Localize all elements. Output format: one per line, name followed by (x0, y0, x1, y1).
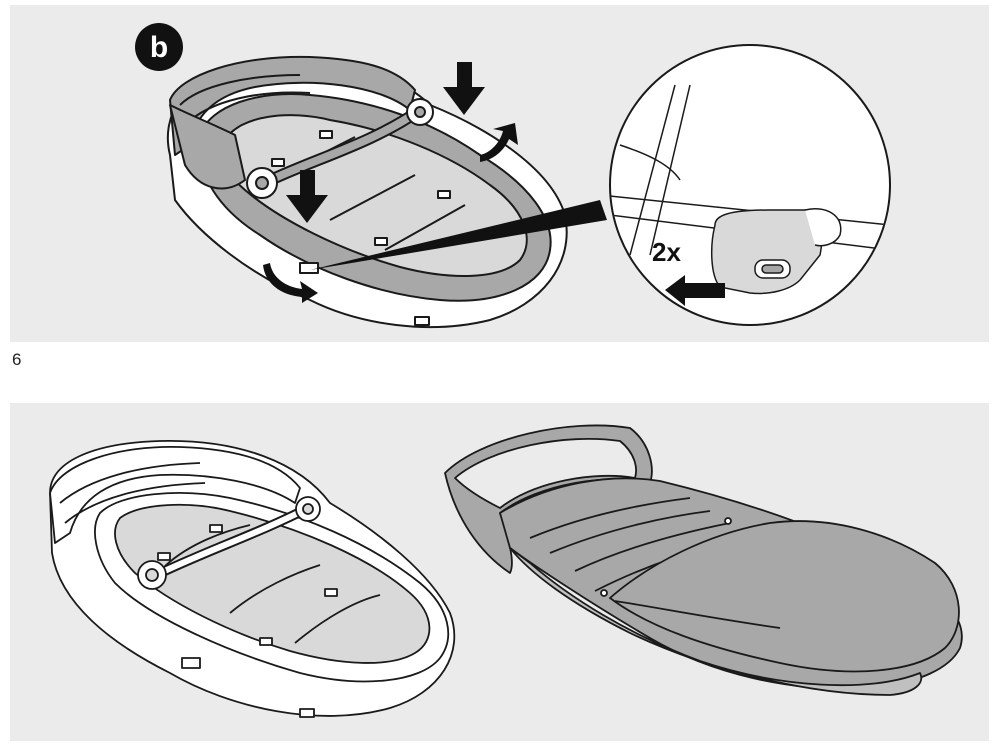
apron-cover-illustration (444, 424, 963, 696)
instruction-panel-step-b: b (10, 5, 989, 342)
swing-arrow (263, 263, 318, 303)
press-down-arrow-right (443, 62, 485, 115)
carrycot-release-illustration: b (135, 23, 891, 328)
carrycot-outline-illustration (49, 440, 456, 718)
detail-magnifier: 2x (609, 44, 891, 326)
step-badge-label: b (150, 31, 168, 64)
carrycot-illustration (166, 55, 568, 328)
detail-pointer (310, 200, 607, 270)
step-number: 6 (12, 350, 22, 369)
repeat-label: 2x (652, 237, 681, 267)
rotate-arrow (480, 123, 518, 162)
press-down-arrow (286, 170, 328, 223)
carrycot-apron-illustration (49, 424, 963, 718)
instruction-panel-step-6 (10, 403, 989, 741)
step-badge: b (135, 23, 183, 71)
push-arrow (665, 275, 725, 306)
